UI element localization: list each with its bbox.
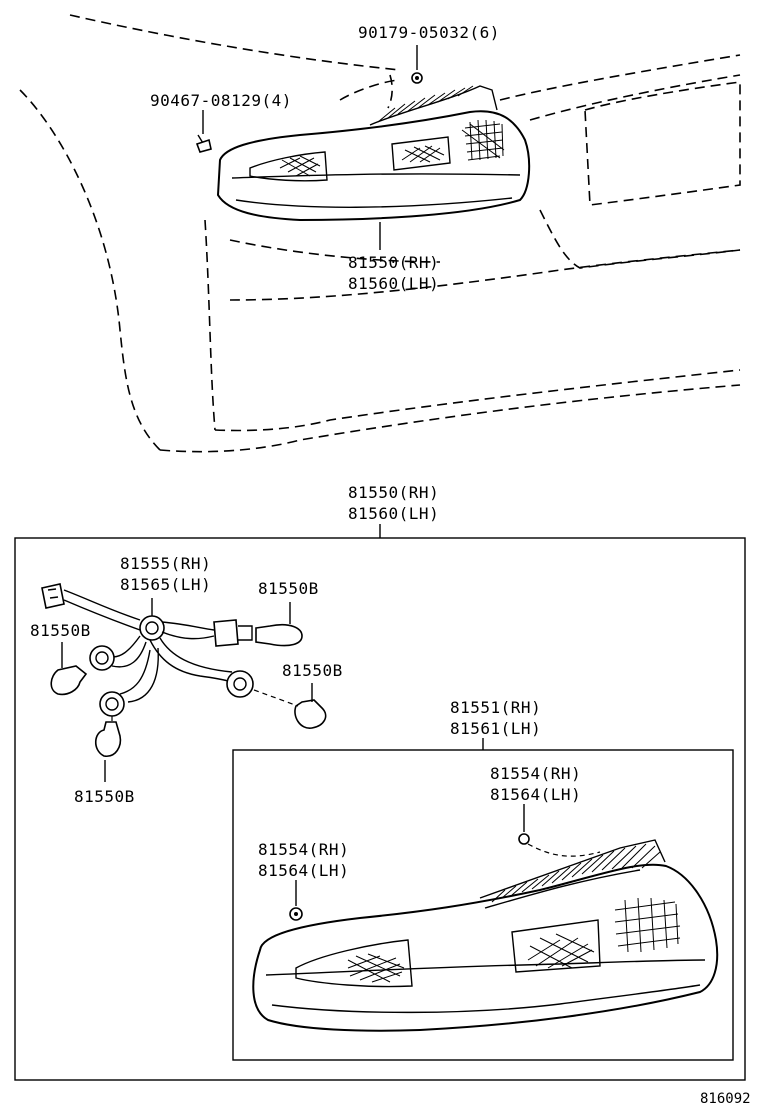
label-bulb-a: 81550B (258, 579, 319, 598)
bulb-left-upper (50, 665, 88, 696)
screw-left (195, 134, 212, 153)
label-lamp-rh: 81550(RH) (348, 253, 439, 272)
label-gasket-b-lh: 81564(LH) (258, 861, 349, 880)
bulb-lower (94, 716, 122, 757)
label-socket-rh: 81555(RH) (120, 554, 211, 573)
label-lens-lh: 81561(LH) (450, 719, 541, 738)
figure-number: 816092 (700, 1091, 751, 1107)
label-gasket-b-rh: 81554(RH) (258, 840, 349, 859)
label-lens-rh: 81551(RH) (450, 698, 541, 717)
rear-combination-lamp-installed (216, 85, 531, 222)
label-socket-lh: 81565(LH) (120, 575, 211, 594)
label-bulb-d: 81550B (74, 787, 135, 806)
label-assy-lh: 81560(LH) (348, 504, 439, 523)
assembly-frame (14, 537, 746, 1081)
bulb-right-upper (255, 623, 303, 647)
label-gasket-a-rh: 81554(RH) (490, 764, 581, 783)
lens-body-frame (232, 749, 734, 1061)
clip-nut-top (411, 72, 423, 84)
label-gasket-a-lh: 81564(LH) (490, 785, 581, 804)
gasket-upper (518, 833, 601, 857)
label-lamp-lh: 81560(LH) (348, 274, 439, 293)
label-bulb-b: 81550B (30, 621, 91, 640)
label-assy-rh: 81550(RH) (348, 483, 439, 502)
socket-and-wire-harness (41, 583, 254, 717)
label-bulb-c: 81550B (282, 661, 343, 680)
label-clip-top: 90179-05032(6) (358, 23, 500, 42)
vehicle-body-outline (19, 14, 741, 453)
lens-and-body (252, 839, 719, 1032)
gasket-left (289, 907, 303, 921)
bulb-right-lower (253, 689, 327, 729)
label-screw-left: 90467-08129(4) (150, 91, 292, 110)
